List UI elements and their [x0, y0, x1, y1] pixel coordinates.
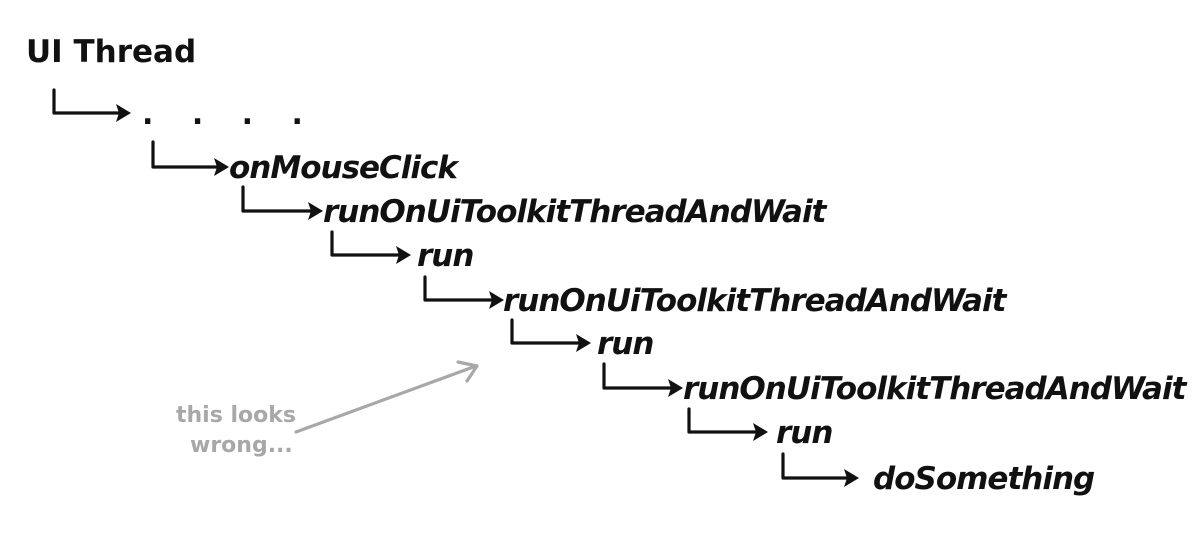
arrow-right-icon	[668, 379, 683, 397]
method-label-run-on-ui-toolkit: runOnUiToolkitThreadAndWait	[503, 283, 1008, 319]
arrow-right-icon	[214, 158, 229, 176]
connector-line	[687, 407, 759, 434]
arrow-right-icon	[753, 423, 768, 441]
connector-line	[151, 140, 220, 169]
annotation: this looks wrong...	[176, 360, 479, 458]
connector-line	[330, 230, 402, 257]
method-label-run-on-ui-toolkit: runOnUiToolkitThreadAndWait	[323, 194, 828, 230]
annotation-line-1: this looks	[176, 403, 296, 428]
arrow-right-icon	[489, 291, 504, 309]
call-step-run-2: run	[510, 318, 654, 362]
connector-line	[241, 185, 314, 213]
call-step-run-1: run	[330, 230, 474, 274]
connector-line	[52, 88, 122, 115]
connector-line	[510, 318, 582, 345]
ellipsis-label: . . . .	[142, 97, 317, 132]
annotation-pointer-line	[294, 364, 478, 434]
method-label-run-on-ui-toolkit: runOnUiToolkitThreadAndWait	[683, 371, 1188, 407]
connector-line	[423, 275, 495, 302]
call-step-run-3: run	[687, 407, 833, 451]
method-label-run: run	[417, 238, 473, 274]
annotation-arrow-icon	[456, 360, 479, 383]
arrow-right-icon	[396, 246, 411, 264]
root-thread-label: UI Thread	[26, 34, 196, 70]
annotation-line-2: wrong...	[190, 433, 293, 458]
call-step-run-on-ui-toolkit-2: runOnUiToolkitThreadAndWait	[423, 275, 1009, 319]
call-step-run-on-ui-toolkit-3: runOnUiToolkitThreadAndWait	[602, 362, 1189, 407]
method-label-run: run	[597, 326, 653, 362]
connector-line	[781, 452, 850, 480]
call-step-run-on-ui-toolkit-1: runOnUiToolkitThreadAndWait	[241, 185, 829, 230]
method-label-run: run	[776, 415, 832, 451]
connector-line	[602, 362, 674, 390]
call-step-dots: . . . .	[52, 88, 317, 132]
call-step-on-mouse-click: onMouseClick	[151, 140, 461, 186]
arrow-right-icon	[576, 334, 591, 352]
method-label-do-something: doSomething	[873, 461, 1095, 497]
call-step-do-something: doSomething	[781, 452, 1096, 497]
arrow-right-icon	[844, 469, 859, 487]
arrow-right-icon	[116, 104, 131, 122]
arrow-right-icon	[308, 202, 323, 220]
method-label-on-mouse-click: onMouseClick	[229, 150, 460, 186]
